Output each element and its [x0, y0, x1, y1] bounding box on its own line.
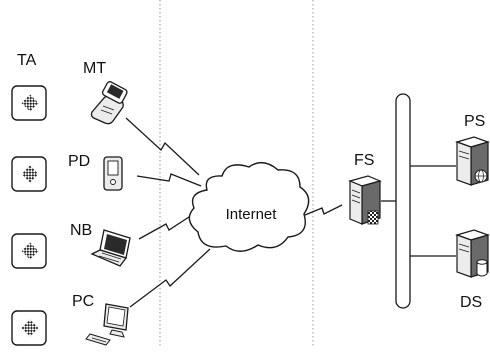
desktop-pc-icon	[85, 303, 129, 346]
link-pd-internet	[136, 173, 202, 187]
nb-label: NB	[70, 222, 92, 239]
pc-label: PC	[72, 293, 94, 310]
fs-label: FS	[354, 152, 374, 169]
pda-icon	[103, 156, 123, 191]
ta-token-3	[11, 233, 47, 269]
internet-label: Internet	[226, 206, 278, 223]
link-internet-fs	[304, 204, 343, 216]
link-mt-internet	[125, 117, 200, 176]
link-pc-internet	[129, 248, 211, 308]
server-database-icon	[455, 229, 490, 278]
mt-label: MT	[83, 60, 106, 77]
ta-token-1	[11, 85, 47, 121]
server-globe-icon	[455, 136, 490, 186]
ds-label: DS	[460, 294, 482, 311]
ps-label: PS	[464, 113, 485, 130]
notebook-icon	[90, 229, 131, 267]
link-nb-internet	[138, 214, 193, 240]
internet-cloud-icon	[188, 162, 310, 252]
network-backbone	[395, 93, 411, 309]
pd-label: PD	[68, 153, 90, 170]
ta-label: TA	[17, 52, 37, 69]
mobile-terminal-icon	[90, 81, 128, 125]
server-icon	[348, 175, 382, 225]
checkered-token-icon	[21, 94, 39, 112]
ta-token-2	[11, 156, 47, 192]
ta-token-4	[11, 310, 47, 346]
